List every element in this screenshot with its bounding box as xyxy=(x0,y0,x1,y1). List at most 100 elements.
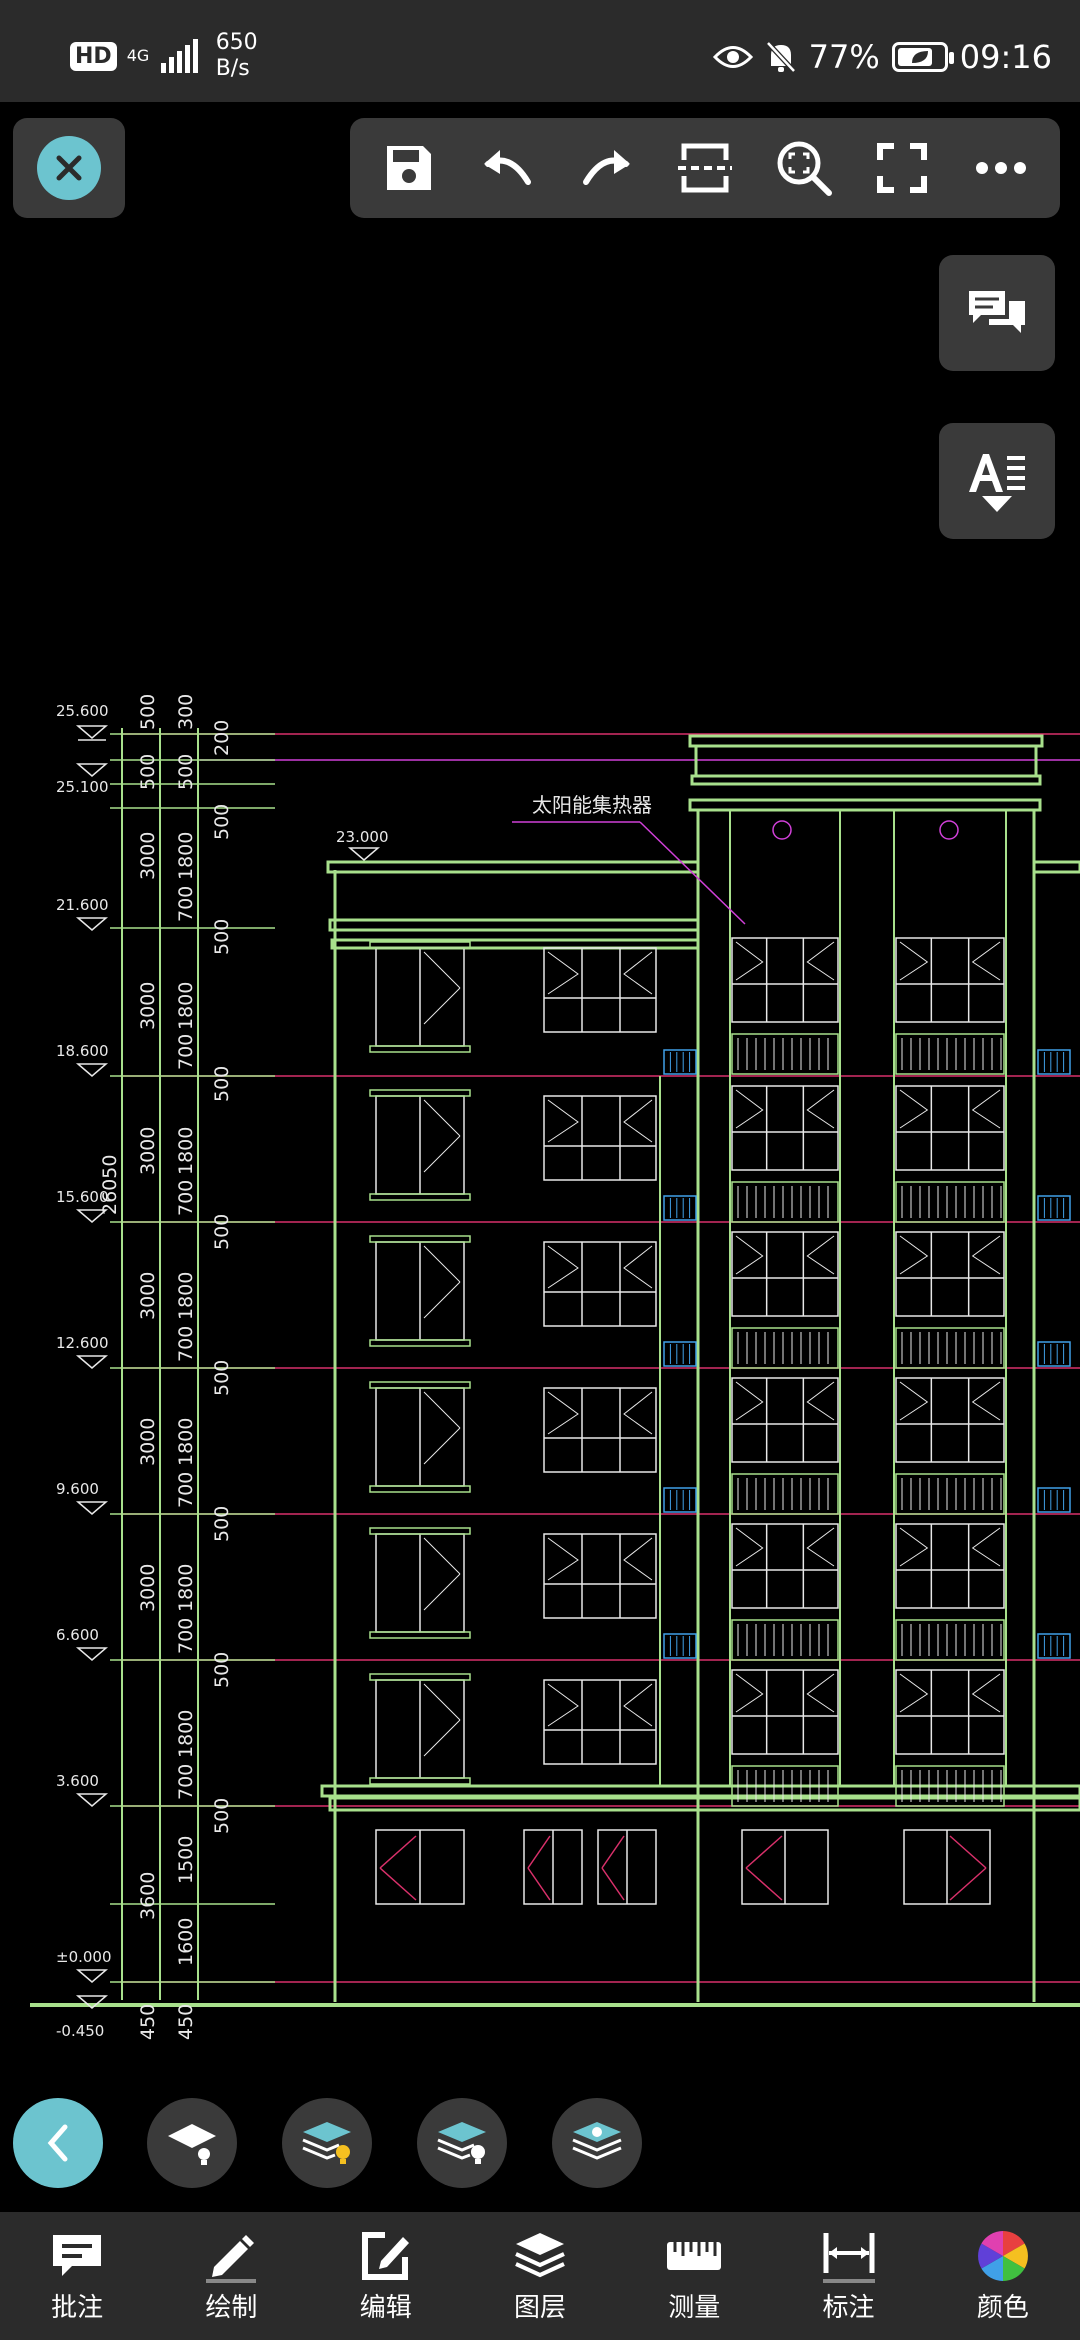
color-wheel-icon xyxy=(973,2229,1033,2283)
bottom-nav: 批注 绘制 编辑 图层 测量 标注 颜色 xyxy=(0,2212,1080,2340)
dim-col2: 1800 xyxy=(175,1272,197,1320)
elevation-label: 25.100 xyxy=(56,778,109,796)
window-swing xyxy=(899,1089,1001,1129)
balcony-railing xyxy=(895,1327,1005,1369)
nav-draw[interactable]: 绘制 xyxy=(154,2212,308,2340)
dim-col2: 700 xyxy=(175,886,197,922)
layers-button[interactable] xyxy=(552,2098,642,2188)
window xyxy=(731,1231,839,1317)
section-cut-icon xyxy=(677,143,732,193)
dim-col2: 700 xyxy=(175,1618,197,1654)
balcony-railing xyxy=(731,1473,839,1515)
window-swing xyxy=(547,951,653,995)
dim-col3: 500 xyxy=(211,919,233,955)
balcony-railing xyxy=(731,1033,839,1075)
layers-icon xyxy=(572,2122,622,2160)
dim-col2: 1800 xyxy=(175,982,197,1030)
window-swing xyxy=(899,1235,1001,1275)
vent-grille xyxy=(663,1487,697,1513)
ruler-icon xyxy=(664,2229,724,2283)
nav-measure[interactable]: 测量 xyxy=(617,2212,771,2340)
more-icon xyxy=(975,162,1026,174)
vent-grille xyxy=(1037,1633,1071,1659)
zoom-fit-button[interactable] xyxy=(764,128,844,208)
fullscreen-button[interactable] xyxy=(862,128,942,208)
dim-col3: 500 xyxy=(211,1652,233,1688)
save-button[interactable] xyxy=(369,128,449,208)
balcony-railing xyxy=(895,1765,1005,1807)
undo-button[interactable] xyxy=(468,128,548,208)
balcony-railing xyxy=(895,1473,1005,1515)
net-speed-unit: B/s xyxy=(215,56,250,81)
save-icon xyxy=(387,146,432,190)
nav-layers[interactable]: 图层 xyxy=(463,2212,617,2340)
nav-edit[interactable]: 编辑 xyxy=(309,2212,463,2340)
layer-toggle-button[interactable] xyxy=(147,2098,237,2188)
dim-col2: 1800 xyxy=(175,832,197,880)
balcony-railing xyxy=(731,1765,839,1807)
vent-grille xyxy=(1037,1195,1071,1221)
elevation-label: 18.600 xyxy=(56,1042,109,1060)
window-swing xyxy=(899,1527,1001,1567)
nav-comment[interactable]: 批注 xyxy=(0,2212,154,2340)
comments-button[interactable] xyxy=(939,255,1055,371)
balcony-railing xyxy=(731,1619,839,1661)
elevation-label: 21.600 xyxy=(56,896,109,914)
window-swing xyxy=(547,1099,653,1143)
net-speed-value: 650 xyxy=(215,30,258,55)
dim-col2: 1800 xyxy=(175,1418,197,1466)
cad-drawing[interactable]: 太阳能集热器 25.600 25.100 21.600 18.600 15.60… xyxy=(0,680,1080,2060)
elevation-label: 6.600 xyxy=(56,1626,99,1644)
nav-color[interactable]: 颜色 xyxy=(926,2212,1080,2340)
section-cut-button[interactable] xyxy=(665,128,745,208)
net-speed: 650 B/s xyxy=(216,30,258,82)
text-style-button[interactable] xyxy=(939,423,1055,539)
nav-label: 标注 xyxy=(822,2292,875,2323)
window-head xyxy=(369,1527,471,1535)
top-toolbar xyxy=(350,118,1060,218)
dim-col2: 450 xyxy=(175,2004,197,2040)
vent-grille xyxy=(1037,1487,1071,1513)
window xyxy=(543,1533,657,1619)
dim-col2: 1800 xyxy=(175,1710,197,1758)
layers-bulb-icon xyxy=(302,2122,351,2164)
dim-col1: 500 xyxy=(137,694,159,730)
signal-icon xyxy=(160,39,198,73)
window-sill xyxy=(369,1339,471,1347)
edit-icon xyxy=(356,2229,416,2283)
dim-col2: 700 xyxy=(175,1326,197,1362)
dim-col2: 700 xyxy=(175,1034,197,1070)
elevation-markers xyxy=(75,725,381,2009)
elevation-label: ±0.000 xyxy=(56,1948,112,1966)
redo-button[interactable] xyxy=(566,128,646,208)
dim-col2: 1500 xyxy=(175,1836,197,1884)
nav-label: 批注 xyxy=(51,2292,104,2323)
more-button[interactable] xyxy=(961,128,1041,208)
window xyxy=(543,1387,657,1473)
window xyxy=(543,1095,657,1181)
pencil-icon xyxy=(201,2229,261,2283)
elevation-label: 15.600 xyxy=(56,1188,109,1206)
nav-label: 颜色 xyxy=(976,2292,1029,2323)
vent-grille xyxy=(663,1341,697,1367)
text-style-icon xyxy=(969,454,1025,492)
window xyxy=(543,947,657,1033)
solar-collector-label: 太阳能集热器 xyxy=(532,793,652,817)
dim-col2: 700 xyxy=(175,1472,197,1508)
status-right: 77% 09:16 xyxy=(712,38,1052,76)
back-button[interactable] xyxy=(13,2098,103,2188)
nav-dimension[interactable]: 标注 xyxy=(771,2212,925,2340)
window-head xyxy=(369,1089,471,1097)
undo-icon xyxy=(483,150,531,185)
dimension-icon xyxy=(819,2229,879,2283)
dim-col2: 700 xyxy=(175,1180,197,1216)
dim-col1: 3000 xyxy=(137,1272,159,1320)
layers-bulb-button[interactable] xyxy=(282,2098,372,2188)
window xyxy=(731,1669,839,1755)
vent-grille xyxy=(663,1195,697,1221)
close-button[interactable] xyxy=(13,118,125,218)
window-swing xyxy=(735,1235,835,1275)
layers-colored-button[interactable] xyxy=(417,2098,507,2188)
window-swing xyxy=(423,1391,461,1465)
window-swing xyxy=(423,1099,461,1173)
